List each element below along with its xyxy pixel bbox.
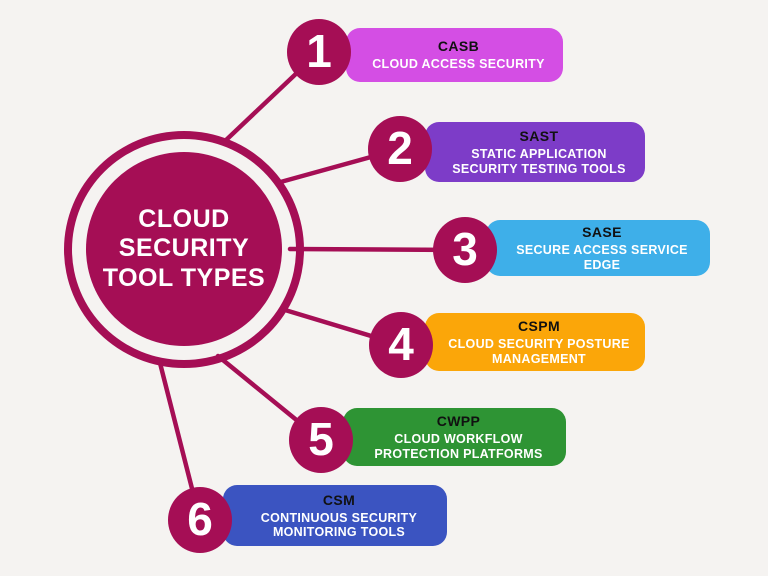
item-description: CONTINUOUS SECURITY MONITORING TOOLS: [260, 510, 418, 539]
item-number: 1: [306, 24, 332, 77]
hub-outer-ring: [64, 131, 304, 368]
item-pill-sast: SAST STATIC APPLICATION SECURITY TESTING…: [425, 122, 645, 182]
item-number: 5: [308, 412, 334, 465]
item-pill-cwpp: CWPP CLOUD WORKFLOW PROTECTION PLATFORMS: [343, 408, 566, 466]
item-description: CLOUD ACCESS SECURITY: [372, 57, 545, 72]
item-number-circle-3: 3: [433, 217, 497, 283]
item-number: 6: [187, 492, 213, 545]
item-description: CLOUD WORKFLOW PROTECTION PLATFORMS: [374, 432, 543, 461]
item-acronym: CSPM: [517, 318, 561, 335]
item-pill-cspm: CSPM CLOUD SECURITY POSTURE MANAGEMENT: [425, 313, 645, 371]
item-number-circle-6: 6: [168, 487, 232, 553]
item-number-circle-5: 5: [289, 407, 353, 473]
item-number-circle-4: 4: [369, 312, 433, 378]
item-number: 2: [387, 121, 413, 174]
item-number: 3: [452, 222, 478, 275]
item-description: STATIC APPLICATION SECURITY TESTING TOOL…: [452, 147, 626, 176]
item-acronym: CSM: [322, 491, 356, 508]
hub-circle: CLOUD SECURITY TOOL TYPES: [86, 152, 282, 346]
item-pill-casb: CASB CLOUD ACCESS SECURITY: [346, 28, 563, 82]
hub-title: CLOUD SECURITY TOOL TYPES: [102, 204, 266, 292]
item-acronym: SASE: [582, 224, 622, 241]
item-description: SECURE ACCESS SERVICE EDGE: [516, 243, 688, 272]
item-acronym: CASB: [437, 38, 480, 55]
item-number-circle-2: 2: [368, 116, 432, 182]
item-acronym: CWPP: [436, 413, 481, 430]
item-pill-csm: CSM CONTINUOUS SECURITY MONITORING TOOLS: [223, 485, 447, 546]
item-description: CLOUD SECURITY POSTURE MANAGEMENT: [448, 337, 630, 366]
item-acronym: SAST: [519, 128, 559, 145]
item-pill-sase: SASE SECURE ACCESS SERVICE EDGE: [486, 220, 710, 276]
item-number-circle-1: 1: [287, 19, 351, 85]
item-number: 4: [388, 317, 414, 370]
